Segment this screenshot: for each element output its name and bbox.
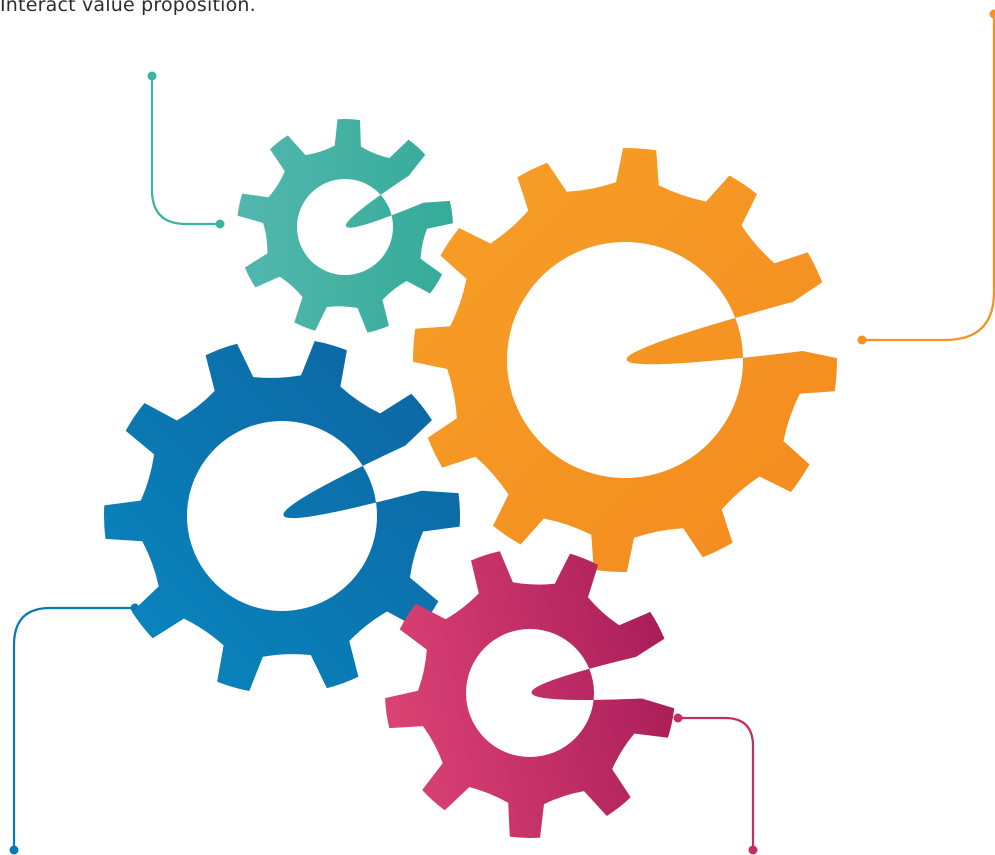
blue-gear [103, 341, 461, 691]
teal-connector-line [150, 76, 220, 226]
magenta-gear [385, 551, 675, 838]
teal-gear [237, 119, 453, 333]
magenta-connector-start-dot [673, 713, 683, 723]
orange-connector-end-dot [989, 9, 995, 19]
orange-connector-start-dot [857, 335, 867, 345]
teal-connector-start-dot [147, 71, 157, 81]
orange-connector-line [862, 14, 995, 342]
teal-connector-end-dot [215, 219, 225, 229]
magenta-connector-line [678, 716, 755, 850]
magenta-connector-end-dot [748, 845, 758, 855]
blue-connector-end-dot [9, 845, 19, 855]
caption-text: Interact value proposition. [0, 0, 256, 16]
orange-gear [412, 147, 838, 573]
blue-connector-line [12, 606, 135, 850]
